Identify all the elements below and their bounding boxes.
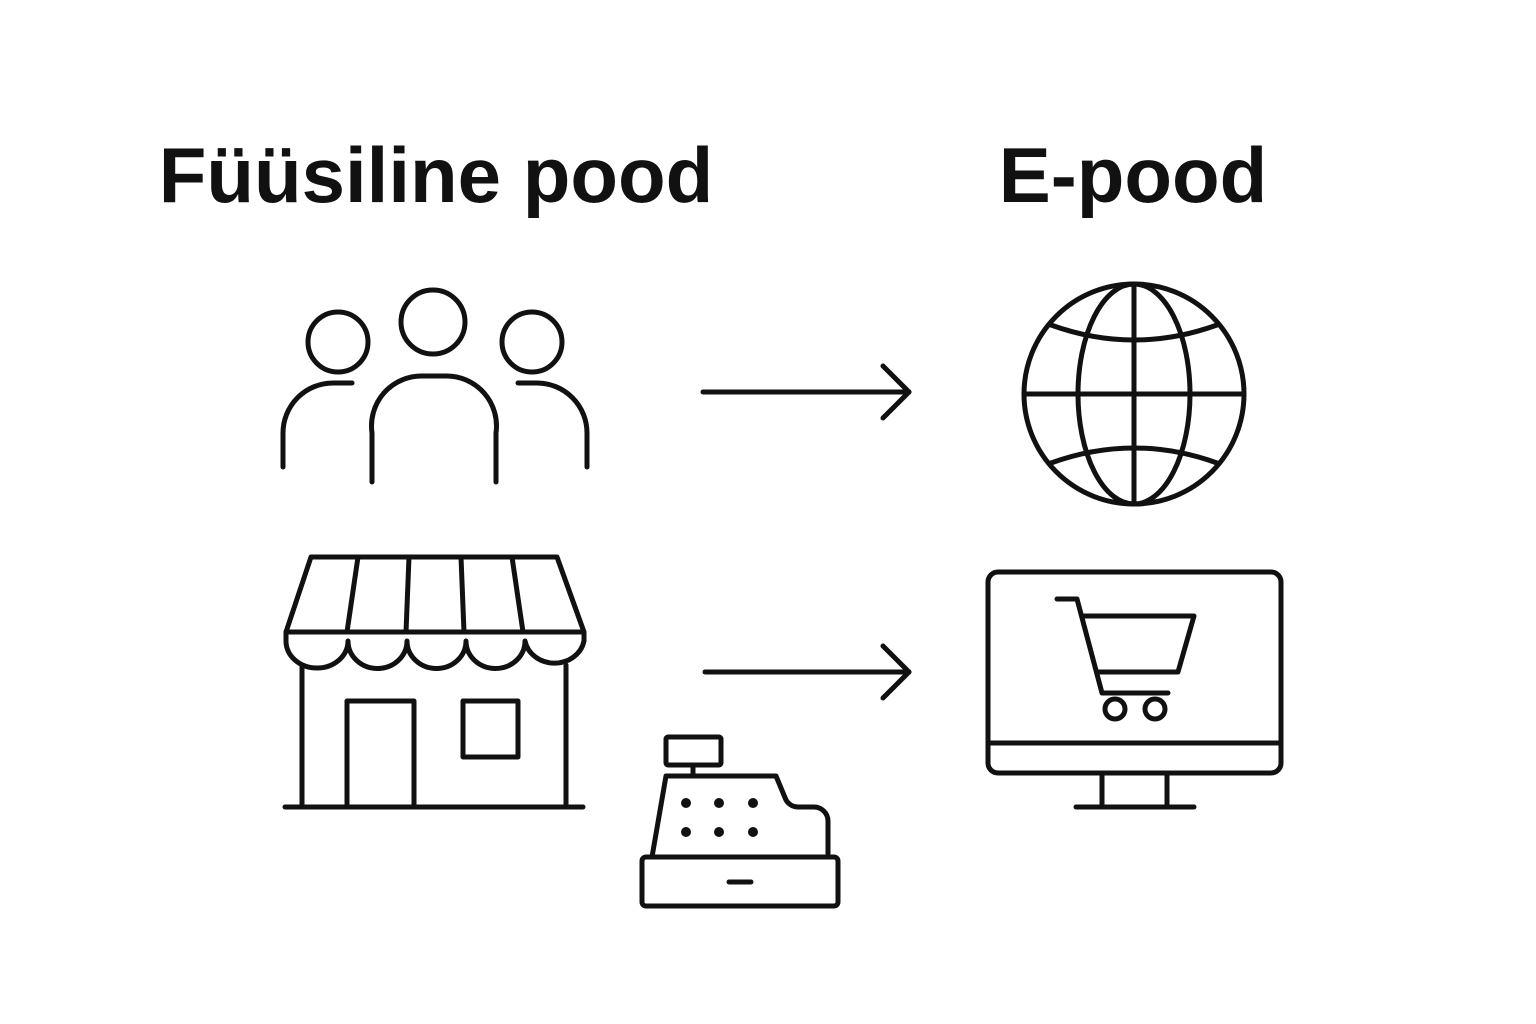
globe-icon: [1021, 281, 1247, 507]
storefront-icon: [282, 554, 587, 810]
physical-store-heading: Füüsiline pood: [158, 131, 714, 219]
online-store-heading: E-pood: [998, 131, 1268, 219]
people-group-icon: [280, 287, 590, 485]
arrow-right-icon: [702, 643, 912, 701]
cash-register-icon: [639, 734, 841, 909]
monitor-shopping-cart-icon: [985, 569, 1284, 810]
arrow-right-icon: [700, 363, 912, 421]
